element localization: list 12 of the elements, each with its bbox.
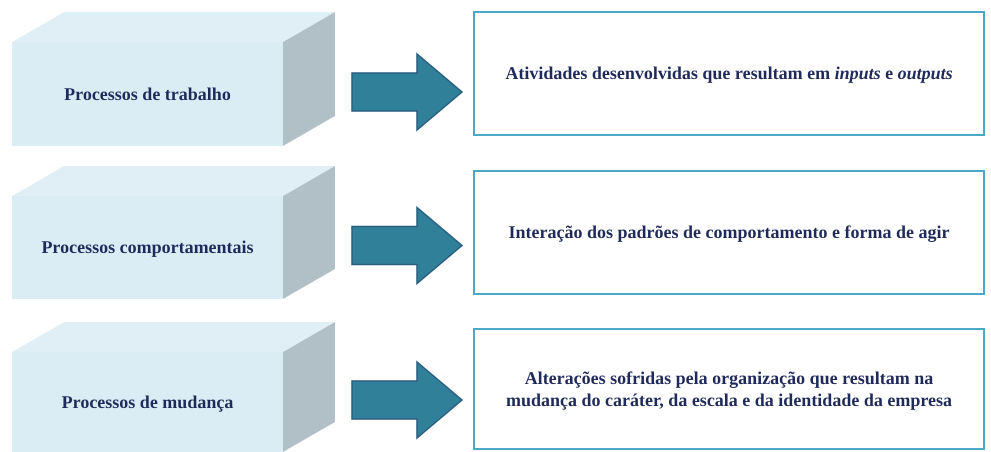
text-box <box>473 328 985 450</box>
node-label: Processos de trabalho <box>64 82 231 106</box>
text-box <box>473 170 985 295</box>
description-text: Alterações sofridas pela organização que resultam na mudança do caráter, da escala e da identidade da empresa <box>504 366 953 412</box>
block-arrow <box>351 206 464 286</box>
node-label: Processos comportamentais <box>41 236 254 259</box>
description-text: Interação dos padrões de comportamento e forma de agir <box>508 221 950 244</box>
node-label: Processos de mudança <box>62 390 234 414</box>
description-text: Atividades desenvolvidas que resultam em inputs e outputs <box>505 62 953 85</box>
block-arrow <box>351 52 464 132</box>
text-box <box>473 11 985 136</box>
block-arrow <box>351 360 464 440</box>
